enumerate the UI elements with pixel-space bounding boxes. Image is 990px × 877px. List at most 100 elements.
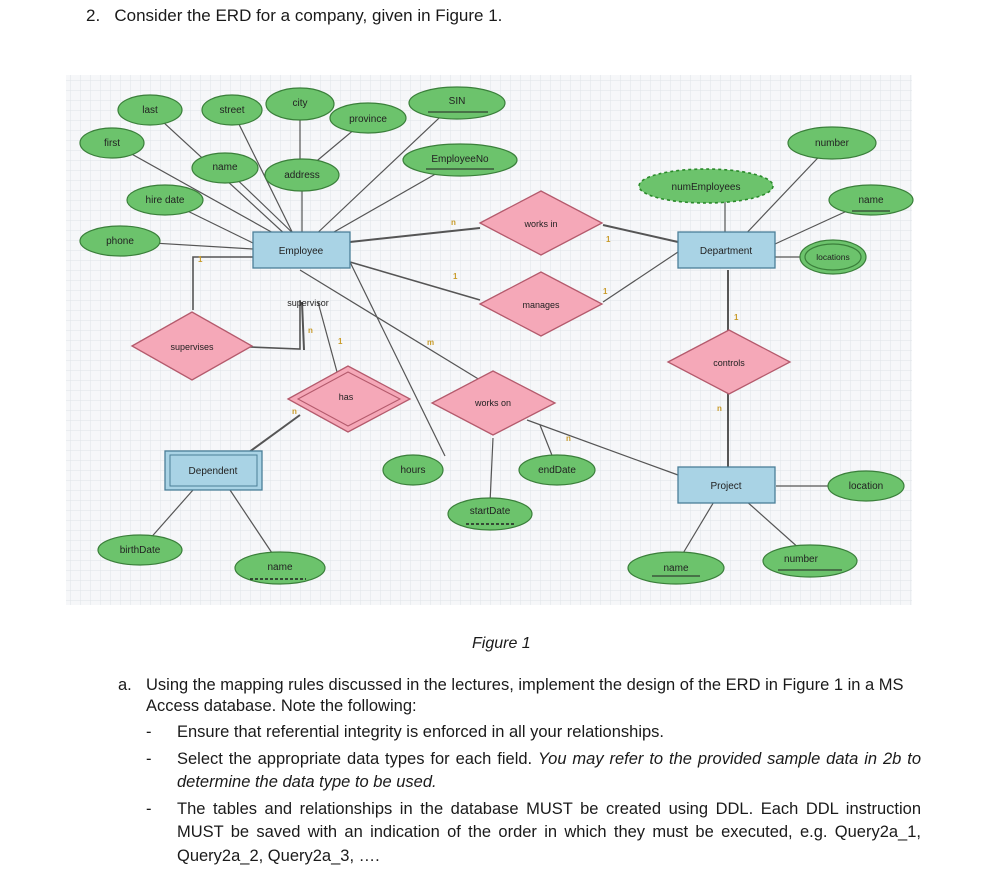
note-text: The tables and relationships in the data… bbox=[177, 799, 921, 865]
attr-name-dependent-label: name bbox=[267, 562, 292, 573]
part-a-text: Using the mapping rules discussed in the… bbox=[146, 676, 904, 715]
card-supervisor-1: 1 bbox=[338, 337, 343, 346]
attr-first-ellipse bbox=[79, 127, 145, 159]
dependent-entity-inner bbox=[169, 454, 258, 487]
note-text: Select the appropriate data types for ea… bbox=[177, 749, 539, 768]
works-in-label: works in bbox=[523, 219, 557, 229]
key-underlines bbox=[250, 111, 890, 580]
figure-caption: Figure 1 bbox=[472, 635, 531, 652]
card-manages-dept: 1 bbox=[603, 287, 608, 296]
part-a: a. Using the mapping rules discussed in … bbox=[118, 675, 928, 717]
attr-province-ellipse bbox=[329, 102, 407, 134]
manages-label: manages bbox=[522, 300, 560, 310]
note-text: Ensure that referential integrity is enf… bbox=[177, 723, 664, 741]
card-supervisor-n: n bbox=[308, 326, 313, 335]
attr-employeeno-ellipse bbox=[402, 143, 518, 177]
note-dash: - bbox=[146, 749, 152, 768]
attr-name-dependent-ellipse bbox=[234, 551, 326, 585]
attr-street-label: street bbox=[219, 105, 244, 116]
attr-name-label: name bbox=[212, 162, 237, 173]
employee-label: Employee bbox=[279, 246, 324, 257]
attribute-shapes bbox=[79, 86, 914, 585]
note-dash: - bbox=[146, 723, 152, 741]
department-label: Department bbox=[700, 246, 752, 257]
question-text: Consider the ERD for a company, given in… bbox=[114, 6, 503, 25]
attr-address-label: address bbox=[284, 170, 320, 181]
attr-hours-ellipse bbox=[382, 454, 444, 486]
supervises-label: supervises bbox=[170, 342, 214, 352]
card-has-dependent: n bbox=[292, 407, 297, 416]
attr-startdate-ellipse bbox=[447, 497, 533, 531]
dependent-entity-outer bbox=[164, 450, 263, 491]
manages-diamond bbox=[478, 271, 604, 337]
attr-sin-ellipse bbox=[408, 86, 506, 120]
erd-figure: Employee Department Project Dependent wo… bbox=[66, 75, 914, 605]
attr-name-dept-label: name bbox=[858, 195, 883, 206]
attr-numemployees-ellipse bbox=[638, 168, 774, 204]
controls-diamond bbox=[666, 329, 792, 395]
card-works-in-dept: 1 bbox=[606, 235, 611, 244]
attr-name-ellipse bbox=[191, 152, 259, 184]
works-on-label: works on bbox=[474, 398, 511, 408]
controls-label: controls bbox=[713, 358, 745, 368]
attr-number-project-ellipse bbox=[762, 544, 858, 578]
supervises-diamond bbox=[130, 311, 254, 381]
has-label: has bbox=[339, 392, 354, 402]
card-controls-dept: 1 bbox=[734, 313, 739, 322]
attr-last-label: last bbox=[142, 105, 158, 116]
works-in-diamond bbox=[478, 190, 604, 256]
attr-hiredate-label: hire date bbox=[146, 195, 185, 206]
attr-numemployees-label: numEmployees bbox=[672, 182, 741, 193]
attr-city-ellipse bbox=[265, 87, 335, 121]
note-item: - Ensure that referential integrity is e… bbox=[143, 721, 921, 745]
part-a-notes: - Ensure that referential integrity is e… bbox=[143, 721, 921, 871]
question-heading: 2. Consider the ERD for a company, given… bbox=[86, 6, 502, 26]
attr-province-label: province bbox=[349, 114, 387, 125]
relationship-shapes bbox=[130, 190, 792, 436]
note-item: - Select the appropriate data types for … bbox=[143, 748, 921, 795]
attr-phone-label: phone bbox=[106, 236, 134, 247]
attr-name-dept-ellipse bbox=[828, 184, 914, 216]
attr-name-project-label: name bbox=[663, 563, 688, 574]
attr-hiredate-ellipse bbox=[126, 184, 204, 216]
attr-sin-label: SIN bbox=[449, 96, 466, 107]
card-supervises-top: 1 bbox=[198, 255, 203, 264]
attr-locations-ellipse-outer bbox=[799, 239, 867, 275]
attr-startdate-label: startDate bbox=[470, 506, 511, 517]
card-works-on-emp: m bbox=[427, 338, 434, 347]
note-item: - The tables and relationships in the da… bbox=[143, 798, 921, 869]
note-dash: - bbox=[146, 799, 152, 818]
attr-phone-ellipse bbox=[79, 225, 161, 257]
attr-city-label: city bbox=[293, 98, 308, 109]
card-works-in-emp: n bbox=[451, 218, 456, 227]
attr-location-label: location bbox=[849, 481, 883, 492]
question-number: 2. bbox=[86, 6, 101, 25]
attr-enddate-ellipse bbox=[518, 454, 596, 486]
attr-employeeno-label: EmployeeNo bbox=[431, 154, 489, 165]
attr-number-dept-ellipse bbox=[787, 126, 877, 160]
card-manages-emp: 1 bbox=[453, 272, 458, 281]
card-works-on-proj: n bbox=[566, 434, 571, 443]
works-on-diamond bbox=[430, 370, 557, 436]
project-label: Project bbox=[710, 481, 741, 492]
attr-locations-ellipse-inner bbox=[804, 243, 862, 271]
attr-enddate-label: endDate bbox=[538, 465, 576, 476]
attr-birthdate-ellipse bbox=[97, 534, 183, 566]
employee-entity bbox=[252, 231, 351, 269]
attr-number-dept-label: number bbox=[815, 138, 850, 149]
attr-birthdate-label: birthDate bbox=[120, 545, 161, 556]
has-diamond-outer bbox=[286, 365, 412, 433]
entity-shapes bbox=[164, 231, 776, 504]
attr-location-ellipse bbox=[827, 470, 905, 502]
note-italic-text: You may refer to the provided sample dat… bbox=[177, 749, 922, 792]
attr-number-project-label: number bbox=[784, 554, 819, 565]
attr-hours-label: hours bbox=[400, 465, 425, 476]
supervisor-role-label: supervisor bbox=[287, 298, 329, 308]
attr-street-ellipse bbox=[201, 94, 263, 126]
attr-address-ellipse bbox=[264, 158, 340, 192]
card-controls-proj: n bbox=[717, 404, 722, 413]
department-entity bbox=[677, 231, 776, 269]
attr-first-label: first bbox=[104, 138, 120, 149]
project-entity bbox=[677, 466, 776, 504]
has-diamond-inner bbox=[296, 371, 402, 427]
